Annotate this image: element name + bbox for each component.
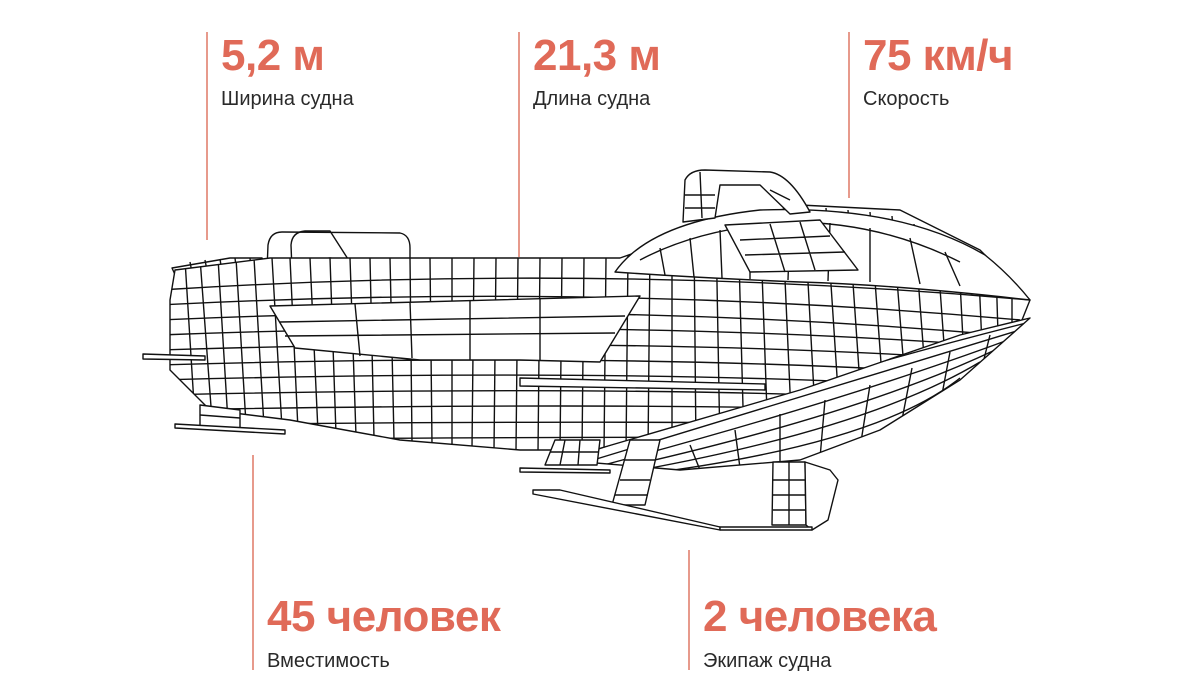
stat-label: Ширина судна	[221, 88, 354, 110]
stat-value: 2 человека	[703, 592, 937, 641]
leader-line	[688, 550, 690, 670]
stat-label: Скорость	[863, 88, 950, 110]
stat-value: 45 человек	[267, 592, 501, 641]
cabin-dome	[614, 169, 1031, 301]
stat-value: 21,3 м	[533, 31, 661, 80]
leader-line	[252, 455, 254, 670]
stat-value: 75 км/ч	[863, 31, 1014, 80]
leader-line	[518, 32, 520, 257]
stat-label: Вместимость	[267, 650, 390, 672]
bow-hull	[559, 317, 1031, 471]
leader-line	[848, 32, 850, 198]
hydrofoils	[174, 404, 839, 531]
leader-line	[206, 32, 208, 240]
stat-label: Длина судна	[533, 88, 651, 110]
stat-label: Экипаж судна	[703, 650, 832, 672]
stat-value: 5,2 м	[221, 31, 325, 80]
